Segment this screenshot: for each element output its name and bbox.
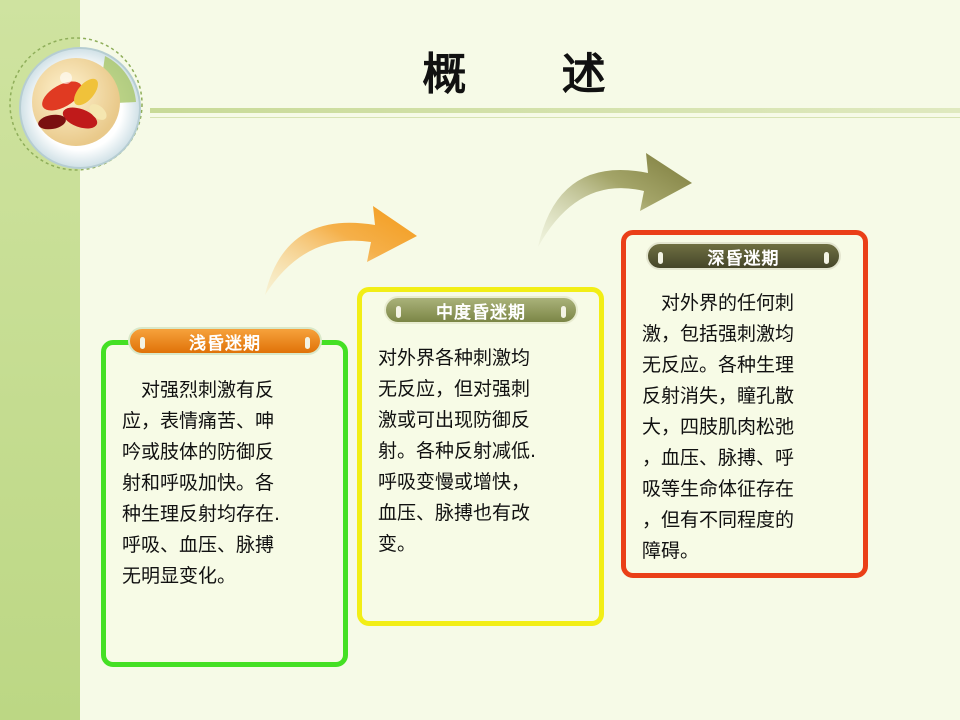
page-title: 概 述 [422, 49, 646, 100]
stage-box-moderate-coma [357, 287, 604, 626]
capsules-logo-icon [9, 37, 143, 171]
stage-text-moderate-coma: 对外界各种刺激均 无反应，但对强刺 激或可出现防御反 射。各种反射减低. 呼吸变… [378, 347, 537, 555]
stage-text-deep-coma: 对外界的任何刺 激，包括强刺激均 无反应。各种生理 反射消失，瞳孔散 大，四肢肌… [642, 292, 795, 562]
stage-label-deep-coma: 深昏迷期 [646, 242, 841, 270]
arrow-olive-icon [538, 153, 692, 247]
title-underline [150, 108, 960, 113]
arrow-orange-icon [265, 206, 417, 295]
stage-label-light-coma: 浅昏迷期 [128, 327, 322, 355]
stage-box-deep-coma [621, 230, 868, 578]
stage-text-light-coma: 对强烈刺激有反 应，表情痛苦、呻 吟或肢体的防御反 射和呼吸加快。各 种生理反射… [122, 379, 281, 587]
title-underline-thin [150, 117, 960, 118]
stage-label-moderate-coma: 中度昏迷期 [384, 296, 578, 324]
